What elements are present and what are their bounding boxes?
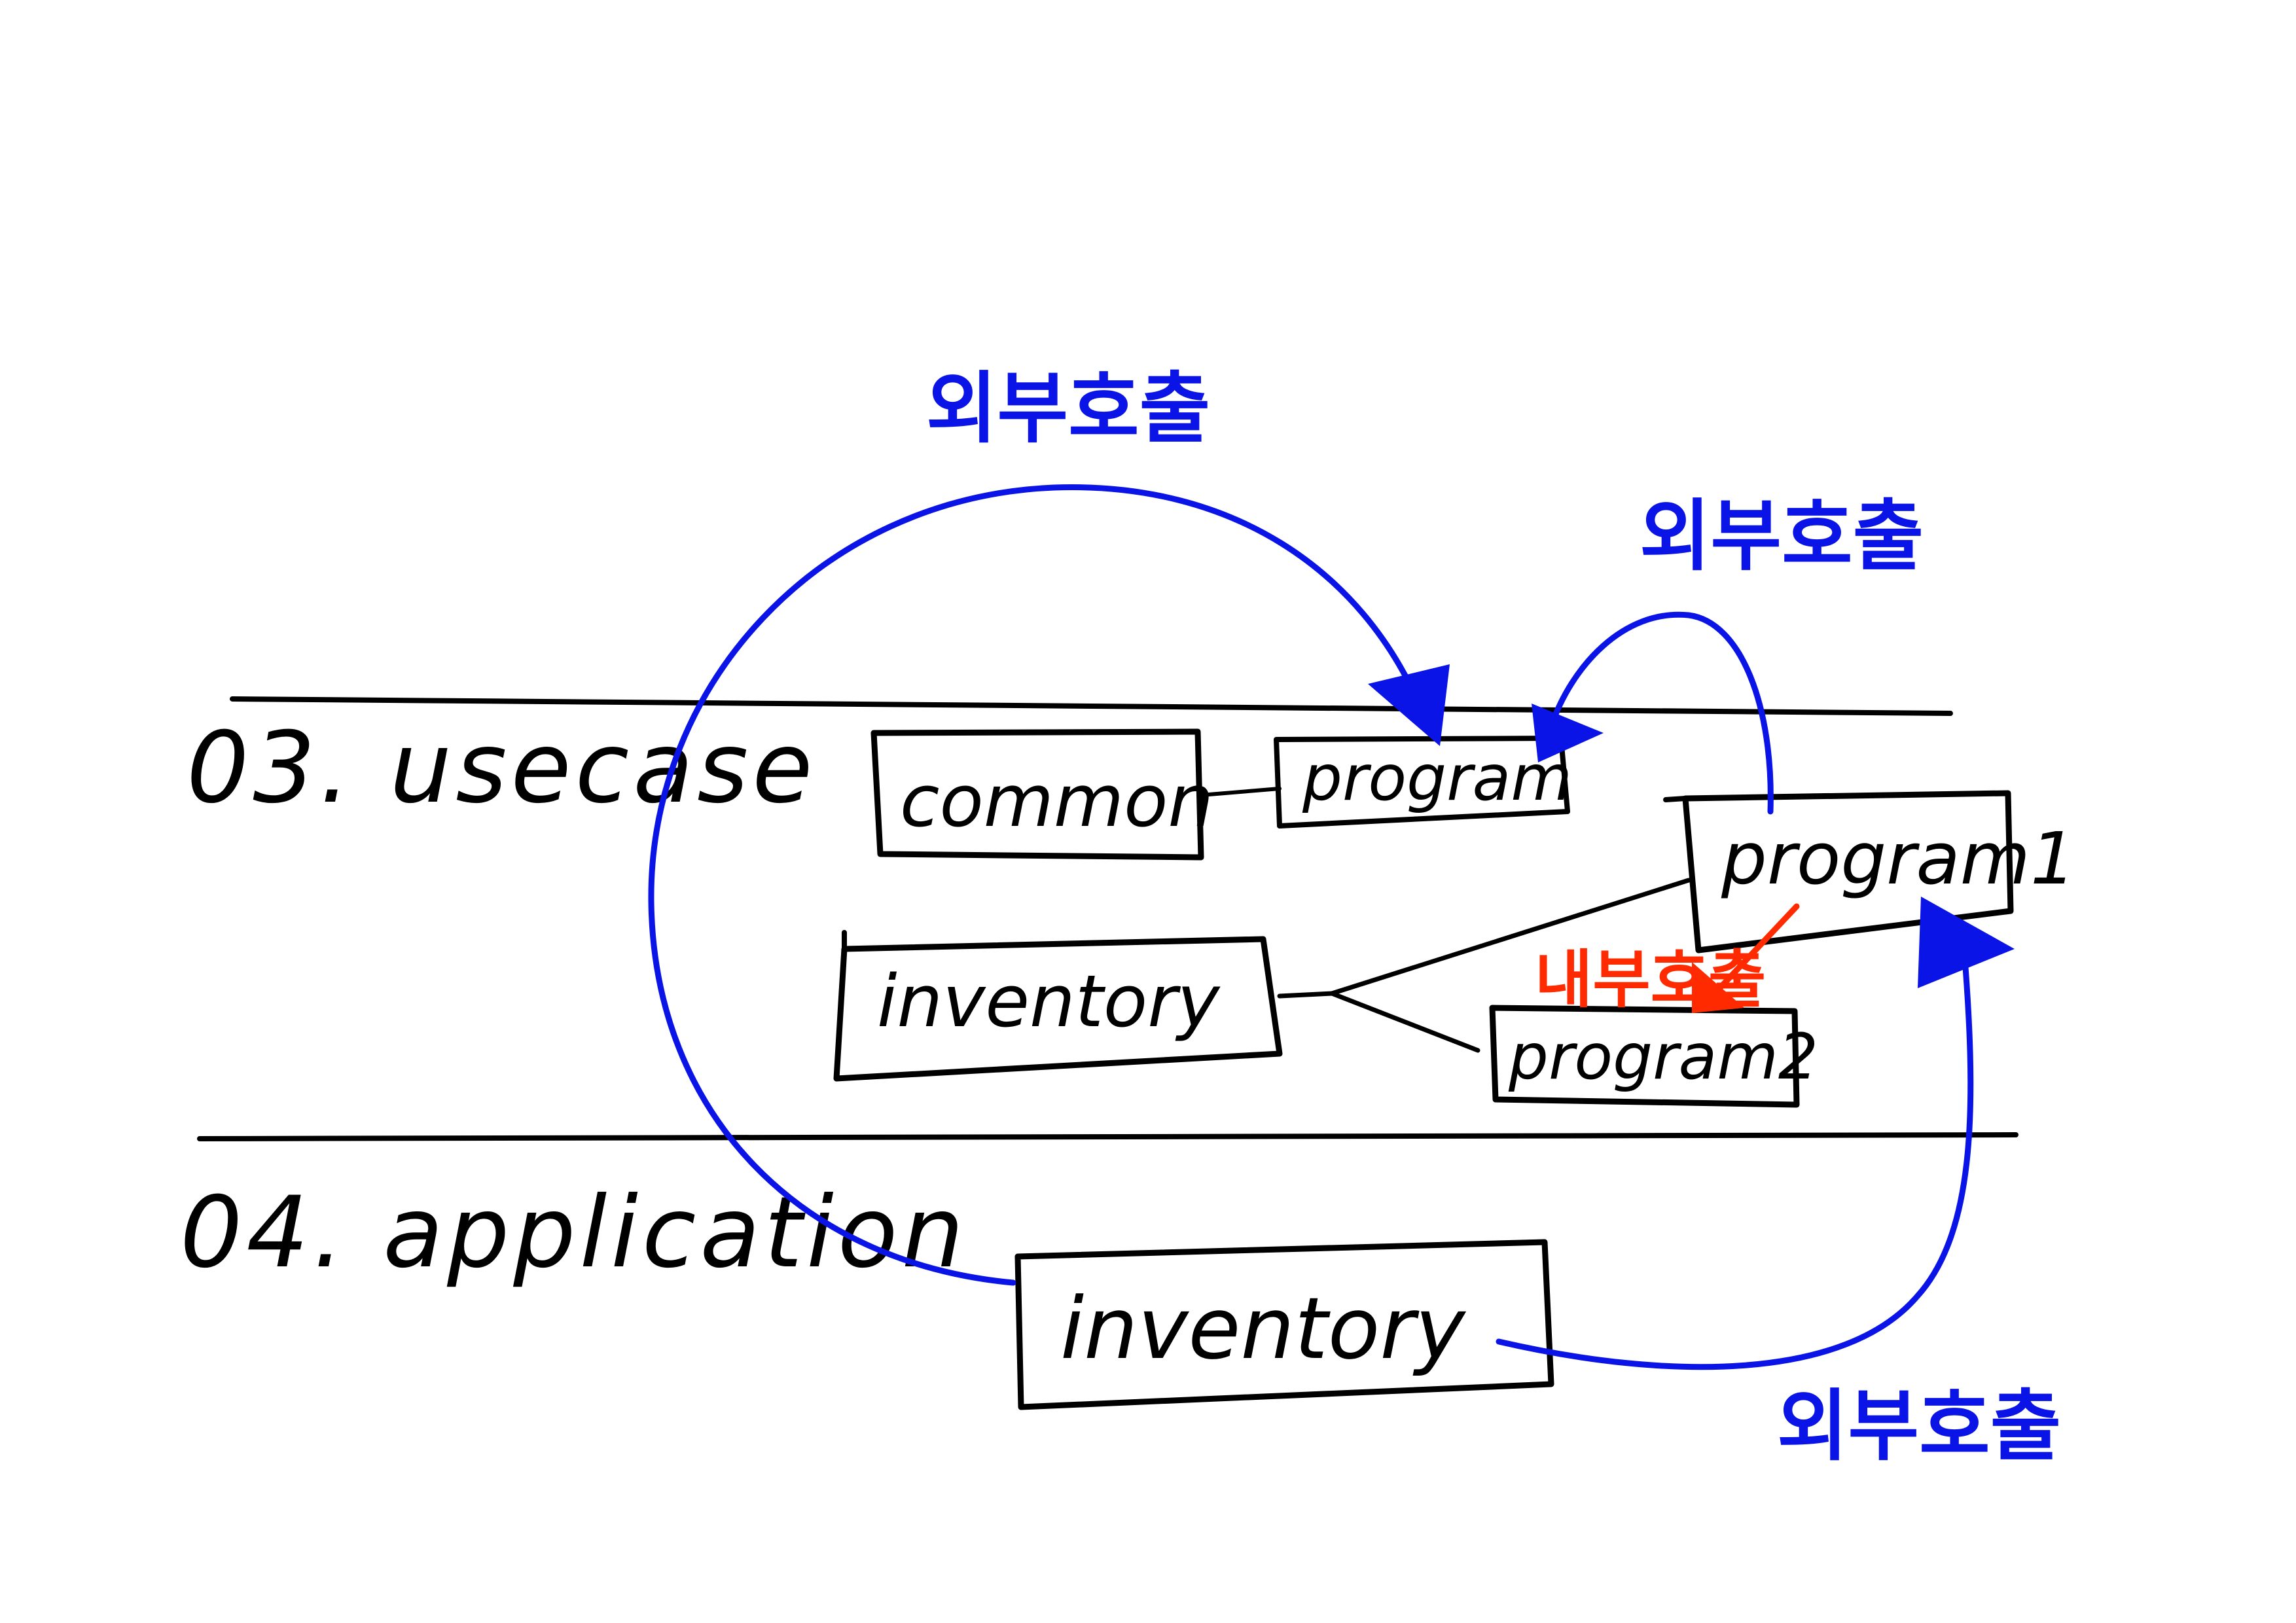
inventory-fork-connector xyxy=(1277,878,1691,1053)
inventory-usecase-box-label: inventory xyxy=(877,959,1221,1043)
common-box xyxy=(870,728,1204,861)
external-call-arrowhead-3 xyxy=(1918,897,2015,988)
layer-label-application: 04. application xyxy=(180,1176,968,1290)
program1-box xyxy=(1682,790,2014,954)
common-program-box-label: program xyxy=(1302,741,1572,815)
external-call-arrow-2 xyxy=(1548,611,1774,815)
internal-call-label: 내부호출 xyxy=(1535,943,1766,1016)
inventory-application-box xyxy=(1014,1239,1554,1410)
internal-call-arrowhead xyxy=(1692,962,1744,1013)
external-call-arrowhead-1 xyxy=(1368,664,1450,746)
external-call-arrow-1 xyxy=(648,484,1424,1286)
common-program-connector xyxy=(1199,787,1282,797)
internal-call-arrow xyxy=(1710,903,1800,998)
external-call-arrow-3 xyxy=(1496,939,1974,1370)
layer-divider-top xyxy=(230,696,1953,716)
common-box-label: common xyxy=(900,759,1213,843)
layer-divider-bottom xyxy=(197,1132,2018,1141)
inventory-application-box-label: inventory xyxy=(1060,1279,1467,1378)
program2-box-label: program2 xyxy=(1508,1020,1818,1094)
external-call-label-1: 외부호출 xyxy=(926,363,1210,454)
external-call-label-3: 외부호출 xyxy=(1777,1381,2061,1471)
program1-box-label: program1 xyxy=(1721,817,2076,901)
external-call-arrowhead-2 xyxy=(1532,704,1604,762)
external-call-label-2: 외부호출 xyxy=(1640,491,1924,581)
inventory-usecase-box xyxy=(833,936,1283,1082)
program1-box-top-extension xyxy=(1663,796,1688,802)
layer-label-usecase: 03. usecase xyxy=(187,711,817,825)
common-program-box xyxy=(1274,736,1570,829)
